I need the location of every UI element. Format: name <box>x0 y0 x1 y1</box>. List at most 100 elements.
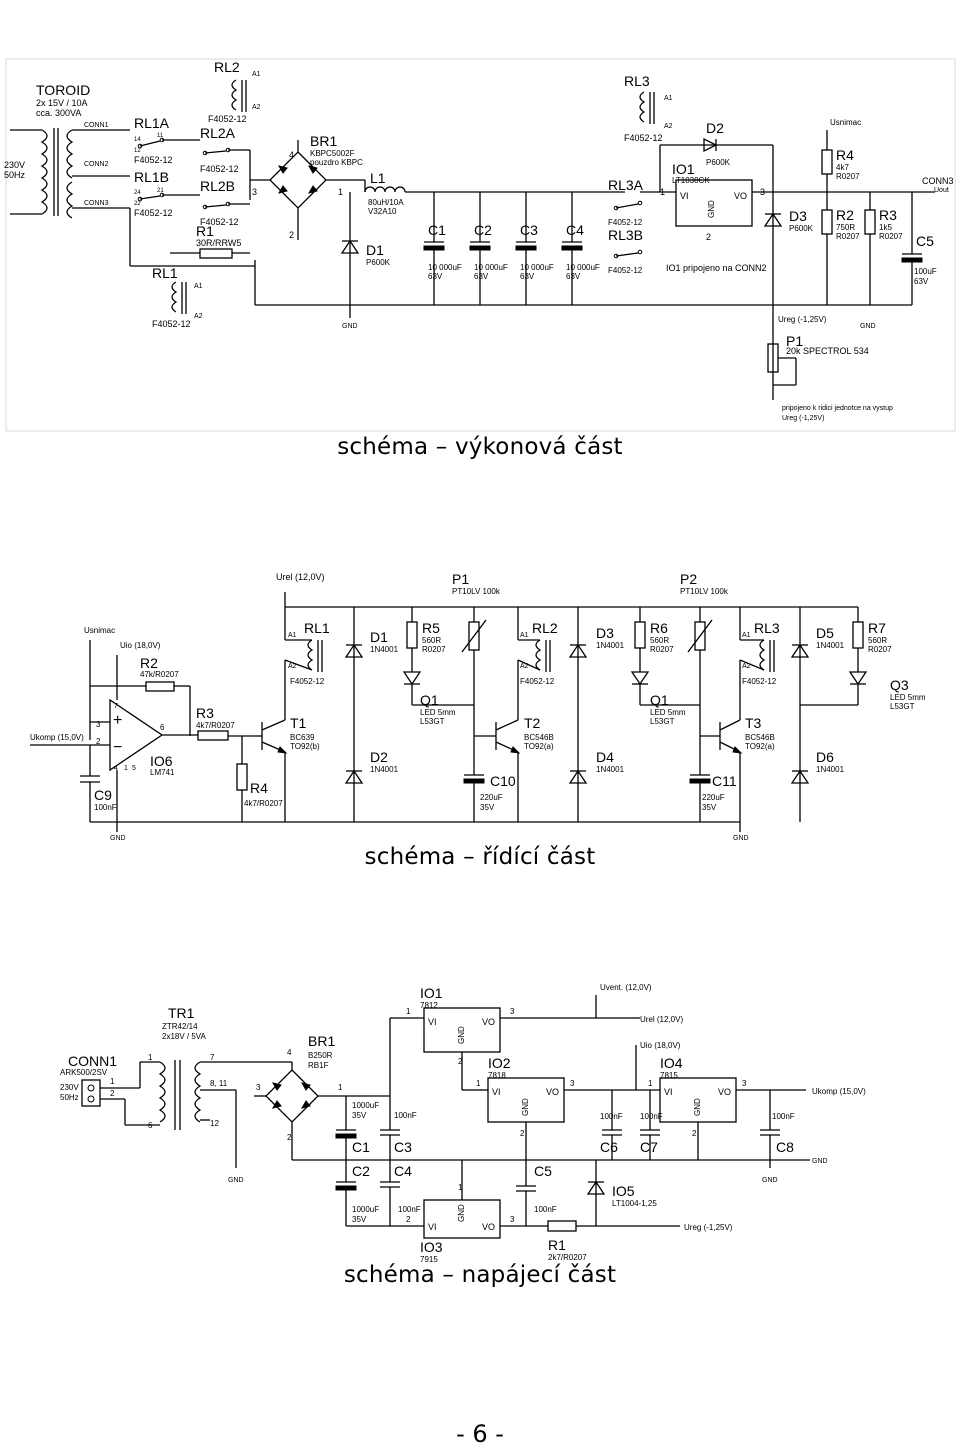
rl3a-label: RL3A <box>608 177 644 193</box>
rl2-pin-a2: A2 <box>252 104 261 111</box>
l1-value-1: 80uH/10A <box>368 198 404 207</box>
tr1-value: ZTR42/14 <box>162 1022 198 1031</box>
rl1b-label: RL1B <box>134 169 169 185</box>
r3-label-control: R3 <box>196 705 214 721</box>
io5-label: IO5 <box>612 1183 635 1199</box>
d4-label-control: D4 <box>596 749 614 765</box>
opamp-minus: − <box>113 739 122 756</box>
r4-value-control: 4k7/R0207 <box>244 799 283 808</box>
c1-voltage: 63V <box>428 272 443 281</box>
rl3-pin-a1: A1 <box>664 95 673 102</box>
d3-value-control: 1N4001 <box>596 641 625 650</box>
rl1-type-control: F4052-12 <box>290 677 325 686</box>
p1-value: 20k SPECTROL 534 <box>786 346 869 356</box>
l1-value-2: V32A10 <box>368 207 397 216</box>
rl2-type-control: F4052-12 <box>520 677 555 686</box>
d3-value: P600K <box>789 224 814 233</box>
c11-label: C11 <box>712 773 737 789</box>
io4-pin3: 3 <box>742 1079 747 1088</box>
r6-package: R0207 <box>650 645 674 654</box>
rl1b-type: F4052-12 <box>134 208 173 218</box>
rl1-type: F4052-12 <box>152 319 191 329</box>
rl1-a1-control: A1 <box>288 632 297 639</box>
d3-label: D3 <box>789 208 807 224</box>
conn1-value-supply: ARK500/2SV <box>60 1068 108 1077</box>
rl2a-label: RL2A <box>200 125 236 141</box>
q3-led: LED 5mm <box>890 693 926 702</box>
opamp-pin-7: 7 <box>114 703 118 710</box>
t2-label: T2 <box>524 715 541 731</box>
r3-value-control: 4k7/R0207 <box>196 721 235 730</box>
io2-vo: VO <box>546 1087 559 1097</box>
c4-voltage: 63V <box>566 272 581 281</box>
c2-value: 10 000uF <box>474 263 508 272</box>
r6-label: R6 <box>650 620 668 636</box>
br1-label: BR1 <box>310 133 337 149</box>
q1-led-2: LED 5mm <box>650 708 686 717</box>
r7-value: 560R <box>868 636 887 645</box>
c5-value-supply: 100nF <box>534 1205 557 1214</box>
urel-label: Urel (12,0V) <box>276 572 325 582</box>
rl3-a2-control: A2 <box>742 663 751 670</box>
conn1-pin-1: 1 <box>110 1077 115 1086</box>
rl1a-type: F4052-12 <box>134 155 173 165</box>
r7-package: R0207 <box>868 645 892 654</box>
br1-value-2: pouzdro KBPC <box>310 158 363 167</box>
gnd-label-supply-2: GND <box>812 1158 828 1165</box>
r2-label-control: R2 <box>140 655 158 671</box>
usnimac-label-control: Usnimac <box>84 626 115 635</box>
c1-label-supply: C1 <box>352 1139 370 1155</box>
io1-note: IO1 pripojeno na CONN2 <box>666 263 767 273</box>
io4-label: IO4 <box>660 1055 683 1071</box>
ukomp-label-control: Ukomp (15,0V) <box>30 733 84 742</box>
r5-label: R5 <box>422 620 440 636</box>
mains-frequency-supply: 50Hz <box>60 1093 79 1102</box>
io1-pin1-supply: 1 <box>406 1007 411 1016</box>
io1-gnd: GND <box>707 200 716 218</box>
bridge-pin-1: 1 <box>338 187 343 197</box>
t2-value: BC546B <box>524 733 554 742</box>
io2-pin2: 2 <box>520 1129 525 1138</box>
rl3-pin-a2: A2 <box>664 123 673 130</box>
c5-voltage: 63V <box>914 277 929 286</box>
c10-voltage: 35V <box>480 803 495 812</box>
io1-gnd-supply: GND <box>457 1026 466 1044</box>
uvent-label: Uvent. (12,0V) <box>600 983 652 992</box>
bridge-pin-4: 4 <box>289 150 294 160</box>
bridge-pin-3: 3 <box>252 187 257 197</box>
d1-value: P600K <box>366 258 391 267</box>
c5-label-supply: C5 <box>534 1163 552 1179</box>
c10-label: C10 <box>490 773 516 789</box>
gnd-label-power: GND <box>342 323 358 330</box>
rl2b-label: RL2B <box>200 178 235 194</box>
pin-24: 24 <box>134 190 141 196</box>
io3-pin1: 1 <box>458 1183 463 1192</box>
gnd-label-control-left: GND <box>110 835 126 842</box>
c3-value-supply: 100nF <box>394 1111 417 1120</box>
r3-value: 1k5 <box>879 223 892 232</box>
pin-14: 14 <box>134 137 141 143</box>
br1-label-supply: BR1 <box>308 1033 335 1049</box>
mains-voltage: 230V <box>4 160 25 170</box>
opamp-pin-1: 1 <box>124 765 128 772</box>
rl1-pin-a2: A2 <box>194 313 203 320</box>
io3-pin3: 3 <box>510 1215 515 1224</box>
rl1-label-control: RL1 <box>304 620 330 636</box>
usnimac-label: Usnimac <box>830 118 861 127</box>
rl3-type: F4052-12 <box>624 133 663 143</box>
c4-label-supply: C4 <box>394 1163 412 1179</box>
c7-label: C7 <box>640 1139 658 1155</box>
filter-capacitors <box>423 192 583 305</box>
io3-vo: VO <box>482 1222 495 1232</box>
r2-value-control: 47k/R0207 <box>140 670 179 679</box>
r1-value-supply: 2k7/R0207 <box>548 1253 587 1262</box>
c4-value-supply: 100nF <box>398 1205 421 1214</box>
q3-label: Q3 <box>890 677 909 693</box>
d2-label: D2 <box>706 120 724 136</box>
c2-voltage: 63V <box>474 272 489 281</box>
r2-package: R0207 <box>836 232 860 241</box>
c1-value: 10 000uF <box>428 263 462 272</box>
c6-label: C6 <box>600 1139 618 1155</box>
rl3-type-control: F4052-12 <box>742 677 777 686</box>
